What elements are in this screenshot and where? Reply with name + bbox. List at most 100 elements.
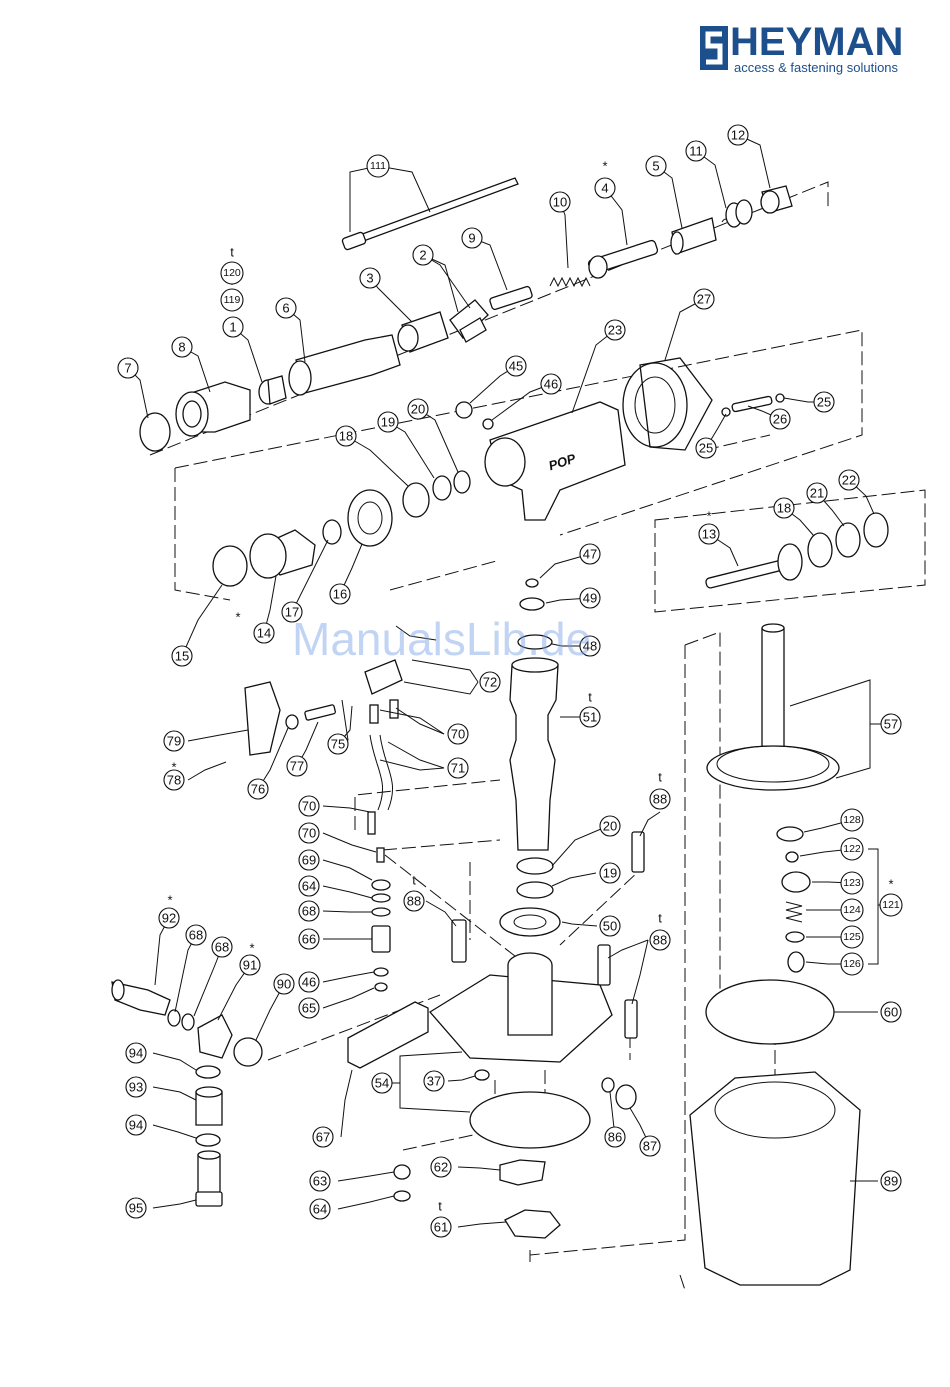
callout-part-50: 50	[599, 915, 621, 937]
callout-circle	[604, 1126, 626, 1148]
callout-circle	[579, 543, 601, 565]
callout-part-46: 46	[298, 971, 320, 993]
callout-circle	[220, 261, 244, 285]
callout-part-111: 111	[366, 154, 390, 178]
callout-part-8: 8	[171, 336, 193, 358]
callout-part-88: 88	[649, 788, 671, 810]
callout-circle	[639, 1135, 661, 1157]
callout-part-47: 47	[579, 543, 601, 565]
callout-part-45: 45	[505, 355, 527, 377]
callout-number: 45	[509, 359, 523, 374]
callout-part-23: 23	[604, 319, 626, 341]
callout-part-6: 6	[275, 297, 297, 319]
callout-number: 25	[699, 441, 713, 456]
callout-circle	[298, 971, 320, 993]
callout-circle	[579, 587, 601, 609]
callout-part-4: 4	[594, 177, 616, 199]
callout-circle	[312, 1126, 334, 1148]
callout-number: 126	[843, 958, 861, 970]
callout-number: 37	[427, 1074, 441, 1089]
callout-number: 75	[331, 737, 345, 752]
callout-number: 14	[257, 626, 271, 641]
callout-circle	[579, 706, 601, 728]
callout-part-26: 26	[769, 408, 791, 430]
callout-circle	[447, 757, 469, 779]
callout-part-20: 20	[407, 398, 429, 420]
callout-circle	[447, 723, 469, 745]
callout-part-54: 54	[371, 1072, 393, 1094]
callout-circle	[430, 1216, 452, 1238]
callout-circle	[239, 954, 261, 976]
callout-part-79: 79	[163, 730, 185, 752]
callout-part-67: 67	[312, 1126, 334, 1148]
callout-part-3: 3	[359, 267, 381, 289]
callout-part-71: 71	[447, 757, 469, 779]
callout-circle	[838, 469, 860, 491]
t-mark: t	[658, 770, 662, 785]
callout-circle	[840, 808, 864, 832]
callout-number: 95	[129, 1201, 143, 1216]
callout-circle	[366, 154, 390, 178]
callout-circle	[880, 1001, 902, 1023]
callout-number: 86	[608, 1130, 622, 1145]
callout-number: 87	[643, 1139, 657, 1154]
callout-number: 46	[544, 377, 558, 392]
callout-part-70: 70	[298, 822, 320, 844]
callout-circle	[695, 437, 717, 459]
callout-circle	[645, 155, 667, 177]
callout-part-14: 14	[253, 622, 275, 644]
callout-circle	[163, 730, 185, 752]
callout-circle	[685, 140, 707, 162]
callout-circle	[247, 778, 269, 800]
callout-number: 4	[601, 181, 608, 196]
callout-number: 6	[282, 301, 289, 316]
callout-circle	[505, 355, 527, 377]
callout-number: 20	[411, 402, 425, 417]
callout-circle	[479, 671, 501, 693]
callout-number: 122	[843, 843, 861, 855]
callout-part-37: 37	[423, 1070, 445, 1092]
callout-number: 26	[773, 412, 787, 427]
callout-number: 50	[603, 919, 617, 934]
star-mark: *	[602, 159, 607, 174]
callout-part-94: 94	[125, 1114, 147, 1136]
callout-number: 16	[333, 587, 347, 602]
callout-number: 21	[810, 486, 824, 501]
callout-part-49: 49	[579, 587, 601, 609]
callout-number: 88	[653, 792, 667, 807]
callout-number: 12	[731, 128, 745, 143]
callout-circle	[309, 1170, 331, 1192]
callout-number: 61	[434, 1220, 448, 1235]
callout-circle	[298, 849, 320, 871]
t-mark: t	[438, 1199, 442, 1214]
callout-circle	[773, 497, 795, 519]
callout-circle	[698, 523, 720, 545]
callout-part-13: 13	[698, 523, 720, 545]
callouts: 1114511121092361201191872723454625262518…	[117, 124, 903, 1238]
callout-number: 46	[302, 975, 316, 990]
callout-circle	[327, 733, 349, 755]
callout-part-7: 7	[117, 357, 139, 379]
callout-number: 64	[313, 1202, 327, 1217]
callout-circle	[273, 973, 295, 995]
callout-part-128: 128	[840, 808, 864, 832]
callout-number: 20	[603, 819, 617, 834]
callout-part-70: 70	[298, 795, 320, 817]
callout-number: 88	[653, 933, 667, 948]
callout-number: 3	[366, 271, 373, 286]
callout-circle	[540, 373, 562, 395]
callout-part-60: 60	[880, 1001, 902, 1023]
callout-part-12: 12	[727, 124, 749, 146]
callout-number: 67	[316, 1130, 330, 1145]
callout-circle	[769, 408, 791, 430]
callout-number: 11	[689, 144, 703, 159]
callout-part-46: 46	[540, 373, 562, 395]
star-mark: *	[888, 877, 893, 892]
callout-part-63: 63	[309, 1170, 331, 1192]
callout-part-88: 88	[649, 929, 671, 951]
callout-circle	[185, 924, 207, 946]
callout-circle	[840, 871, 864, 895]
callout-part-10: 10	[549, 191, 571, 213]
callout-number: 120	[223, 267, 241, 279]
